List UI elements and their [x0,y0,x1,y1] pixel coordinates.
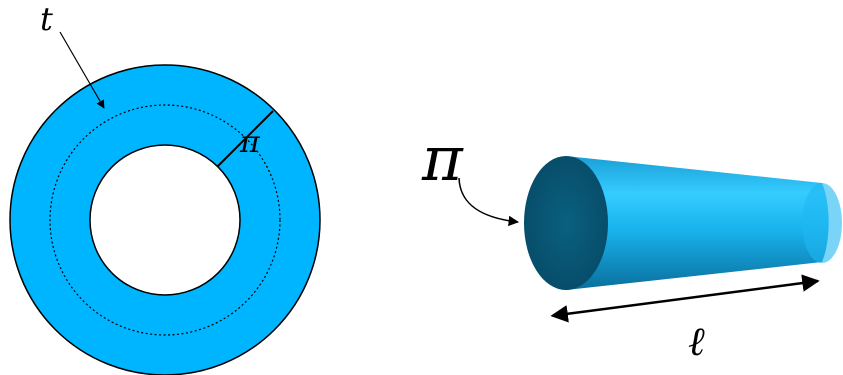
double-arrow-icon [550,274,820,323]
tube-body [566,156,829,290]
tube-end-cap [524,156,608,290]
radius-line [217,110,274,167]
t-pointer-arrow [59,31,105,109]
curved-arrow-icon [458,177,520,227]
radius-pi-label: π [239,125,261,160]
length-label: ℓ [688,319,705,365]
t-label: t [40,0,53,38]
ring-midline-dotted [49,104,281,336]
tube-far-end [802,183,842,263]
tube-pi-label: π [421,122,464,195]
ring-figure: t π [9,0,321,375]
tube-figure: π ℓ [421,122,842,365]
ring-hole [89,144,241,296]
